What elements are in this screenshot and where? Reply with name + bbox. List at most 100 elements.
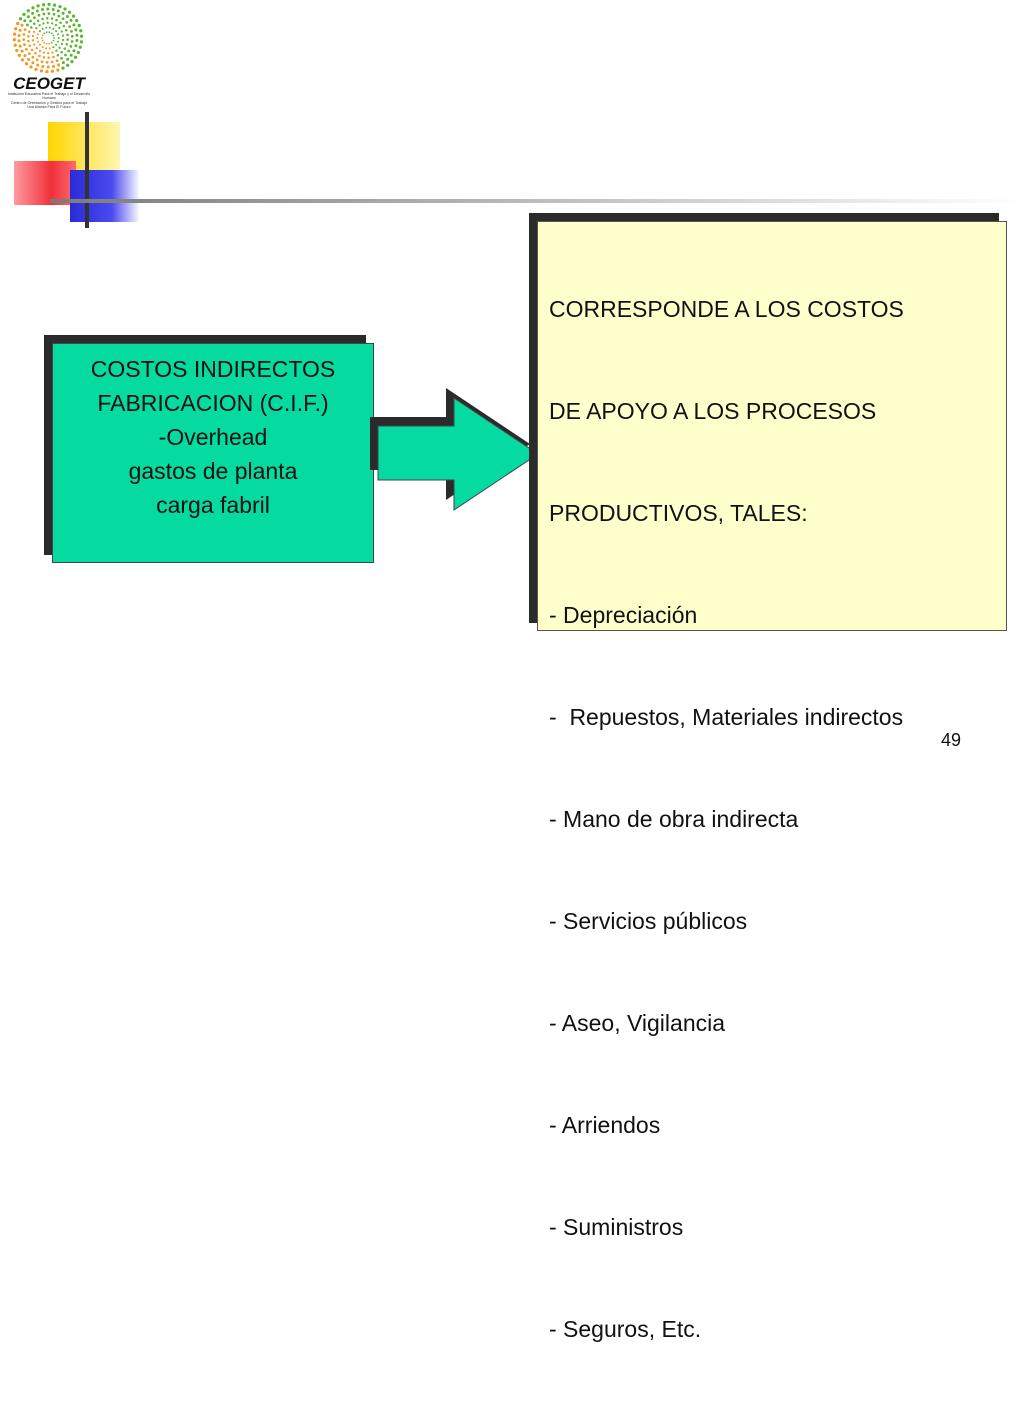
logo-dot <box>26 15 30 19</box>
logo-dot <box>58 4 62 9</box>
logo-dot <box>42 22 45 25</box>
logo-dot <box>55 30 58 33</box>
logo-dot <box>32 30 36 34</box>
logo-dot <box>41 46 44 49</box>
logo-dot <box>35 46 38 50</box>
logo-dot <box>61 17 65 21</box>
logo-dot <box>52 55 55 59</box>
logo-dot <box>55 18 58 22</box>
logo-dot <box>52 12 56 16</box>
logo-dot <box>43 41 46 44</box>
logo-dot <box>29 19 32 23</box>
logo-dot <box>23 54 27 58</box>
logo-dot <box>42 51 46 54</box>
logo-dot <box>59 21 62 24</box>
logo-dot <box>40 60 44 64</box>
logo-dot <box>70 30 73 33</box>
logo-dot <box>35 27 38 30</box>
logo-dot <box>36 33 40 36</box>
logo-dot <box>31 34 35 38</box>
logo-dot <box>31 11 35 15</box>
logo-dot <box>61 11 65 15</box>
logo-dot <box>64 53 67 57</box>
logo-dot <box>47 52 50 55</box>
examples-line: PRODUCTIVOS, TALES: <box>549 500 808 526</box>
logo-dot <box>17 53 21 58</box>
logo-dot <box>41 37 43 39</box>
logo-dot <box>52 39 55 42</box>
logo-dot <box>41 17 44 21</box>
logo-dot <box>17 39 21 43</box>
examples-line: - Arriendos <box>549 1112 661 1138</box>
logo-dot <box>35 58 39 62</box>
logo-dot <box>27 52 31 55</box>
logo-dot <box>38 43 41 46</box>
logo-dot <box>70 35 74 38</box>
examples-line: - Mano de obra indirecta <box>549 806 799 832</box>
cif-examples-text: CORRESPONDE A LOS COSTOS DE APOYO A LOS … <box>549 224 1004 1414</box>
logo-dot <box>66 63 70 67</box>
logo-dot <box>51 51 54 54</box>
logo-dot <box>69 45 73 48</box>
logo-dot <box>41 8 44 11</box>
logo-dot <box>34 52 37 55</box>
logo-dot <box>52 34 55 37</box>
logo-dot <box>36 19 40 23</box>
logo-dot <box>47 2 51 7</box>
examples-line: DE APOYO A LOS PROCESOS <box>549 398 877 424</box>
logo-dot <box>27 39 30 43</box>
logo-dot <box>45 61 49 64</box>
logo-dot <box>74 28 78 32</box>
logo-dot <box>66 38 69 41</box>
logo-dot <box>60 56 63 60</box>
logo-dot <box>72 49 76 53</box>
examples-line: - Seguros, Etc. <box>549 1316 702 1342</box>
logo-dot <box>41 3 46 7</box>
ceoget-logo: CEOGET Institución Educativa Para el Tra… <box>4 2 94 114</box>
cif-definition-box: COSTOS INDIRECTOS FABRICACION (C.I.F.) -… <box>52 343 374 563</box>
logo-dot <box>73 55 78 59</box>
logo-dot <box>27 30 31 33</box>
logo-dot <box>23 28 27 31</box>
logo-dot <box>66 33 69 37</box>
logo-dot <box>56 53 60 57</box>
logo-dot <box>57 63 61 67</box>
logo-dot <box>36 40 40 43</box>
logo-dot <box>29 65 33 69</box>
logo-dot <box>75 39 79 42</box>
logo-dot <box>55 43 58 46</box>
blue-square <box>70 170 140 222</box>
logo-dot <box>33 22 36 25</box>
logo-dot <box>76 50 80 55</box>
logo-dot <box>51 8 55 11</box>
logo-dot <box>31 61 35 65</box>
logo-dot <box>41 65 45 68</box>
logo-dot <box>67 49 70 53</box>
logo-dot <box>41 34 44 37</box>
logo-dot <box>56 68 60 72</box>
logo-dot <box>61 61 65 65</box>
logo-dot <box>27 58 31 61</box>
logo-dot <box>61 66 65 70</box>
logo-dot <box>55 49 58 52</box>
logo-dot <box>22 33 26 36</box>
logo-dot <box>75 33 79 37</box>
logo-dot <box>12 32 17 36</box>
logo-dot <box>36 4 40 8</box>
logo-dot <box>60 51 63 54</box>
logo-dot <box>60 42 64 46</box>
logo-subtitle-line: Centro de Orientación y Gestión para el … <box>10 100 88 105</box>
logo-dot <box>53 37 55 39</box>
logo-dot <box>74 44 78 48</box>
logo-dot <box>30 48 34 52</box>
logo-dot <box>50 32 53 35</box>
logo-dot <box>55 59 59 63</box>
logo-dot <box>64 29 68 32</box>
logo-dot <box>57 36 60 40</box>
logo-dot <box>50 41 53 44</box>
logo-dot <box>42 12 46 16</box>
logo-dot <box>35 9 39 13</box>
logo-dot <box>45 31 48 34</box>
logo-dot <box>47 56 50 60</box>
vertical-line <box>85 112 89 228</box>
